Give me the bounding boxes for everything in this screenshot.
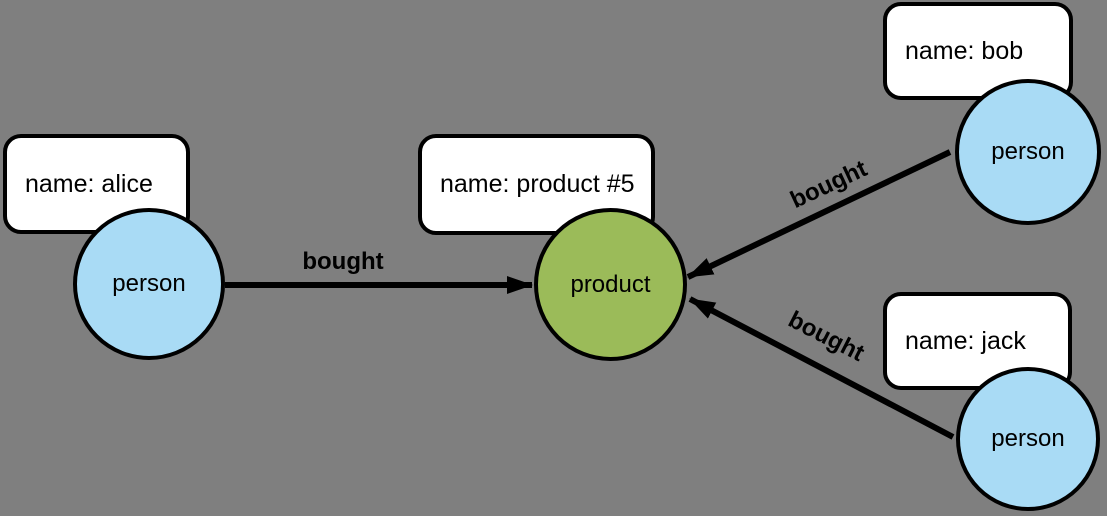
node-label-product: product: [570, 270, 651, 298]
property-text-jack: name: jack: [905, 326, 1026, 355]
node-product: product: [534, 208, 687, 361]
node-label-bob: person: [991, 138, 1065, 165]
node-person-bob: person: [955, 79, 1101, 225]
property-text-product: name: product #5: [440, 170, 635, 198]
node-label-jack: person: [991, 425, 1065, 452]
edge-bob-bought-product: [686, 149, 952, 280]
edge-label-bought-alice: bought: [302, 248, 384, 275]
node-person-jack: person: [956, 367, 1100, 511]
node-label-alice: person: [112, 270, 186, 297]
edge-label-bought-bob: bought: [786, 155, 872, 214]
property-text-bob: name: bob: [905, 36, 1024, 65]
edge-label-bought-jack: bought: [783, 306, 869, 368]
property-text-alice: name: alice: [25, 169, 153, 198]
property-box-alice: name: alice: [3, 134, 190, 234]
node-person-alice: person: [73, 208, 225, 360]
